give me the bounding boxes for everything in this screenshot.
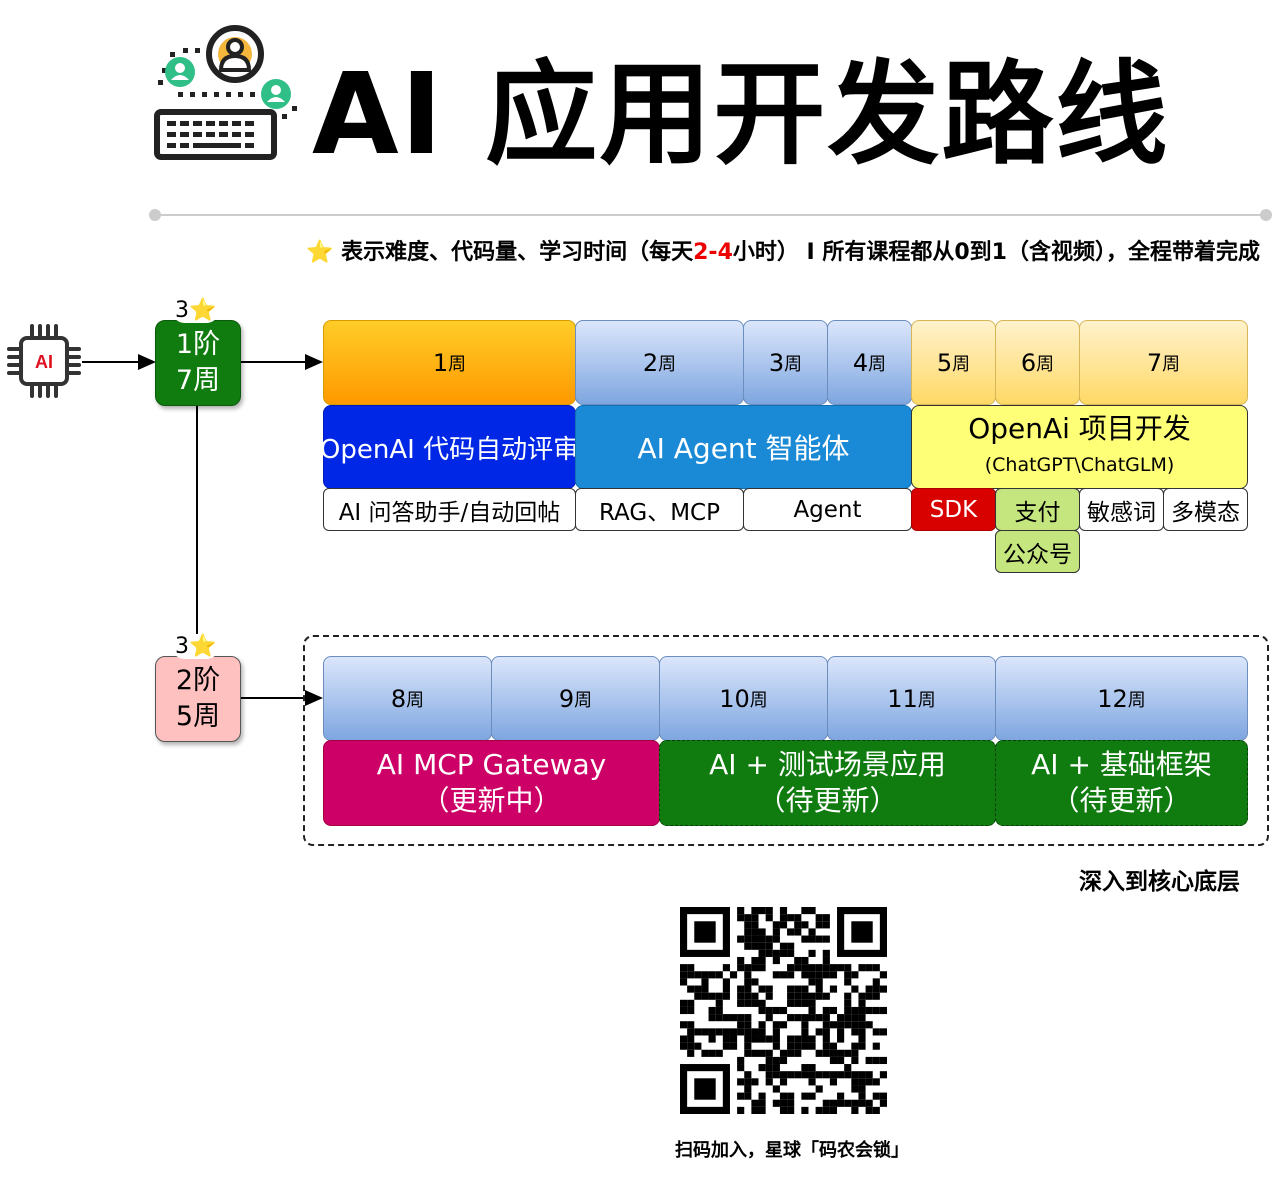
qr-code[interactable] <box>680 907 887 1114</box>
week-number: 4 <box>852 348 869 377</box>
hours-highlight: 2-4 <box>693 240 733 265</box>
week-unit: 周 <box>868 353 887 375</box>
item-sensitive-words[interactable]: 敏感词 <box>1079 488 1164 531</box>
topic-code-review[interactable]: OpenAI 代码自动评审 <box>320 405 579 489</box>
week-number: 2 <box>642 348 659 377</box>
week-unit: 周 <box>917 689 936 711</box>
week-unit: 周 <box>1127 689 1146 711</box>
week-number: 10 <box>719 684 750 713</box>
qr-caption: 扫码加入，星球「码农会锁」 <box>675 1140 909 1161</box>
star-icon: ⭐ <box>189 298 217 323</box>
week-number: 1 <box>432 348 449 377</box>
connector <box>240 361 306 363</box>
stage-2-group-frame <box>303 635 1269 846</box>
week-number: 3 <box>768 348 785 377</box>
keyboard-users-logo-icon <box>154 25 297 160</box>
week-unit: 周 <box>1036 353 1055 375</box>
week-unit: 周 <box>749 689 768 711</box>
week-number: 9 <box>558 684 575 713</box>
topic-ai-agent[interactable]: AI Agent 智能体 <box>575 405 912 489</box>
week-number: 12 <box>1097 684 1128 713</box>
week-number: 7 <box>1146 348 1163 377</box>
topic-openai-project[interactable]: OpenAi 项目开发(ChatGPT\ChatGLM) <box>911 405 1248 489</box>
item-payment[interactable]: 支付 <box>995 488 1080 531</box>
week-unit: 周 <box>784 353 803 375</box>
legend-subtitle: ⭐ 表示难度、代码量、学习时间（每天2-4小时） I 所有课程都从0到1（含视频… <box>306 234 1260 266</box>
topic-ai-testing[interactable]: AI + 测试场景应用（待更新） <box>659 740 996 826</box>
week-unit: 周 <box>448 353 467 375</box>
stage-2-box[interactable]: 2阶 5周 <box>155 656 241 742</box>
deep-note: 深入到核心底层 <box>1079 869 1240 895</box>
stage-1-duration: 7周 <box>175 365 221 396</box>
stage-1-box[interactable]: 1阶 7周 <box>155 320 241 406</box>
difficulty-rating: 3⭐ <box>172 634 220 659</box>
week-unit: 周 <box>1162 353 1181 375</box>
week-unit: 周 <box>658 353 677 375</box>
svg-text:AI: AI <box>35 352 53 372</box>
star-icon: ⭐ <box>306 240 334 265</box>
item-multimodal[interactable]: 多模态 <box>1163 488 1248 531</box>
divider-end-dot <box>149 209 161 221</box>
stage-1-level: 1阶 <box>175 329 221 360</box>
divider-end-dot <box>1260 209 1272 221</box>
item-agent[interactable]: Agent <box>743 488 912 531</box>
ai-chip-icon: AI <box>7 324 81 398</box>
subtitle-suffix: 小时） I 所有课程都从0到1（含视频），全程带着完成 <box>732 240 1260 265</box>
week-unit: 周 <box>574 689 593 711</box>
connector <box>240 697 306 699</box>
week-unit: 周 <box>952 353 971 375</box>
week-number: 11 <box>887 684 918 713</box>
week-number: 6 <box>1020 348 1037 377</box>
subtitle-prefix: 表示难度、代码量、学习时间（每天 <box>341 240 694 265</box>
item-qa-assistant[interactable]: AI 问答助手/自动回帖 <box>323 488 576 531</box>
arrow-head-icon <box>305 690 323 706</box>
week-unit: 周 <box>406 689 425 711</box>
arrow-head-icon <box>305 354 323 370</box>
topic-mcp-gateway[interactable]: AI MCP Gateway（更新中） <box>323 740 660 826</box>
item-sdk[interactable]: SDK <box>911 488 996 531</box>
item-official-account[interactable]: 公众号 <box>995 530 1080 573</box>
divider <box>155 214 1265 216</box>
difficulty-rating: 3⭐ <box>172 298 220 323</box>
item-rag-mcp[interactable]: RAG、MCP <box>575 488 744 531</box>
connector <box>196 405 198 655</box>
week-number: 5 <box>936 348 953 377</box>
week-number: 8 <box>390 684 407 713</box>
page-title: AI 应用开发路线 <box>312 50 1170 180</box>
topic-ai-framework[interactable]: AI + 基础框架（待更新） <box>995 740 1248 826</box>
stage-2-duration: 5周 <box>175 701 221 732</box>
stage-2-level: 2阶 <box>175 665 221 696</box>
star-icon: ⭐ <box>189 634 217 659</box>
connector <box>82 361 140 363</box>
arrow-head-icon <box>138 354 156 370</box>
